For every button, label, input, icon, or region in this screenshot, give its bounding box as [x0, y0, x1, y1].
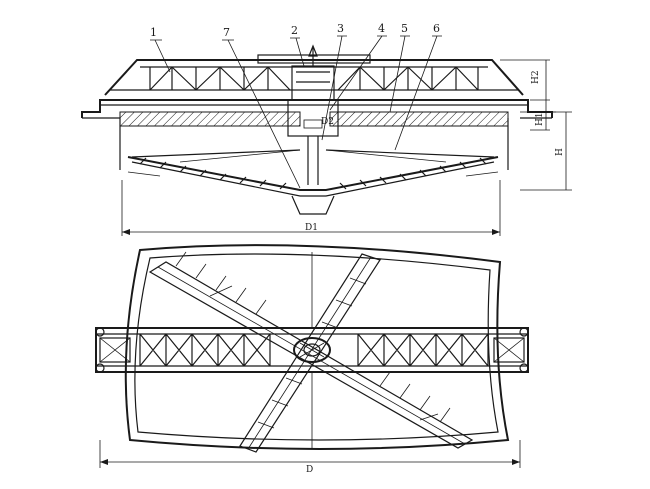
callout-1: 1 — [150, 26, 157, 39]
plan-view: D — [95, 244, 529, 475]
dimension-d1: D1 — [305, 223, 318, 233]
center-drive — [287, 44, 339, 185]
dimension-h2: H2 — [531, 70, 541, 84]
dimension-d: D — [306, 465, 313, 475]
callout-4: 4 — [378, 22, 385, 35]
callout-7: 7 — [223, 26, 230, 39]
plan-dimensions — [99, 440, 521, 468]
dimension-h: H — [555, 148, 565, 156]
bridge-truss — [104, 54, 524, 96]
callout-6: 6 — [433, 22, 440, 35]
dimension-d2: D2 — [321, 117, 334, 127]
dimension-h1: H1 — [535, 112, 545, 126]
elevation-view: 1 2 3 4 5 6 7 H2 H1 H D2 D1 — [81, 22, 572, 236]
tank-wall — [81, 99, 553, 170]
callout-2: 2 — [291, 24, 298, 37]
callout-3: 3 — [337, 22, 344, 35]
elevation-dimensions — [121, 35, 572, 236]
plan-bridge — [95, 252, 529, 448]
tank-outline — [124, 244, 510, 450]
plan-rake-arms — [148, 251, 474, 453]
callout-5: 5 — [401, 22, 408, 35]
rake-arms — [127, 149, 499, 215]
